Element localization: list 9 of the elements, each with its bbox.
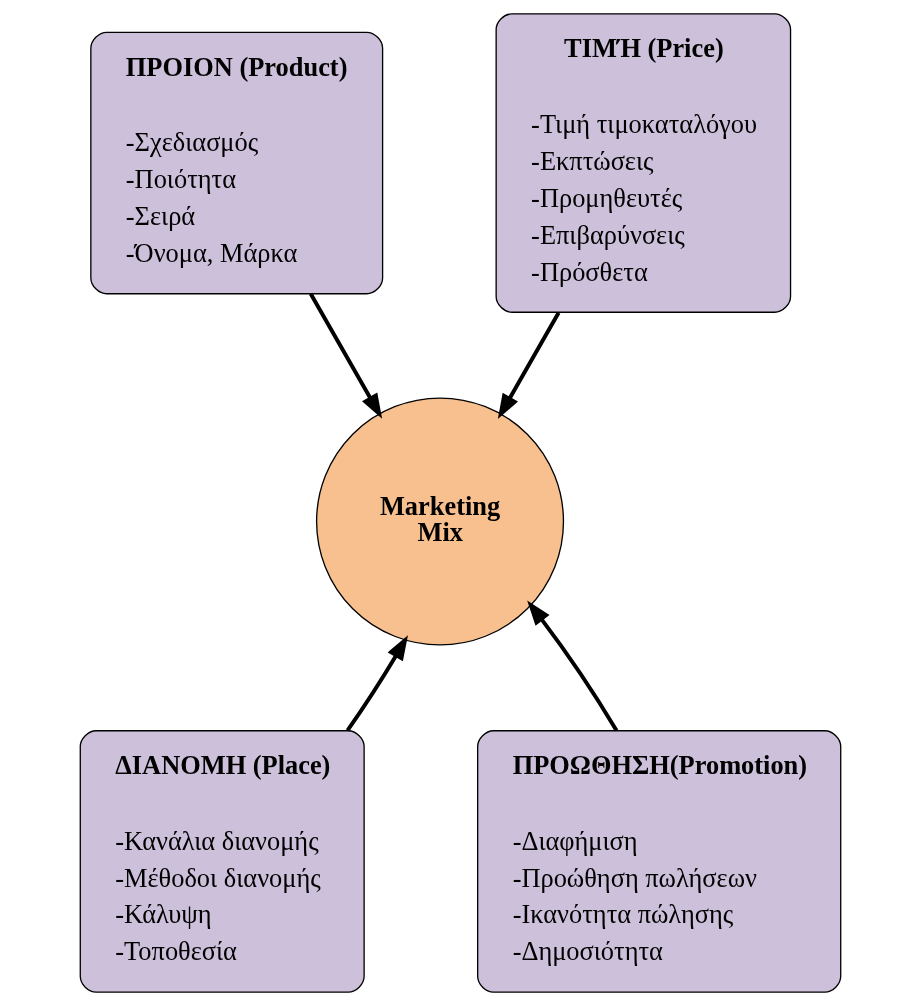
node-box: ΠΡΟΙΟΝ (Product) -Σχεδιασμός -Ποιότητα -Σειρά -Όνομα, Μάρκα (90, 31, 384, 295)
node-circle: Marketing Mix (315, 397, 565, 646)
node-box: ΤΙΜΉ (Price) -Τιμή τιμοκαταλόγου -Εκπτώσεις -Προμηθευτές -Επιβαρύνσεις -Πρόσθετα (495, 13, 792, 313)
node-box: ΔΙΑΝΟΜΗ (Place) -Κανάλια διανομής -Μέθοδοι διανομής -Κάλυψη -Τοποθεσία (79, 730, 365, 993)
arrow (527, 600, 619, 732)
node-box: ΠΡΟΩΘΗΣΗ(Promotion) -Διαφήμιση -Προώθηση πωλήσεων -Ικανότητα πώλησης -Δημοσιότητα (477, 730, 842, 993)
arrow (308, 292, 383, 419)
arrow (345, 635, 408, 732)
arrow (497, 311, 561, 419)
